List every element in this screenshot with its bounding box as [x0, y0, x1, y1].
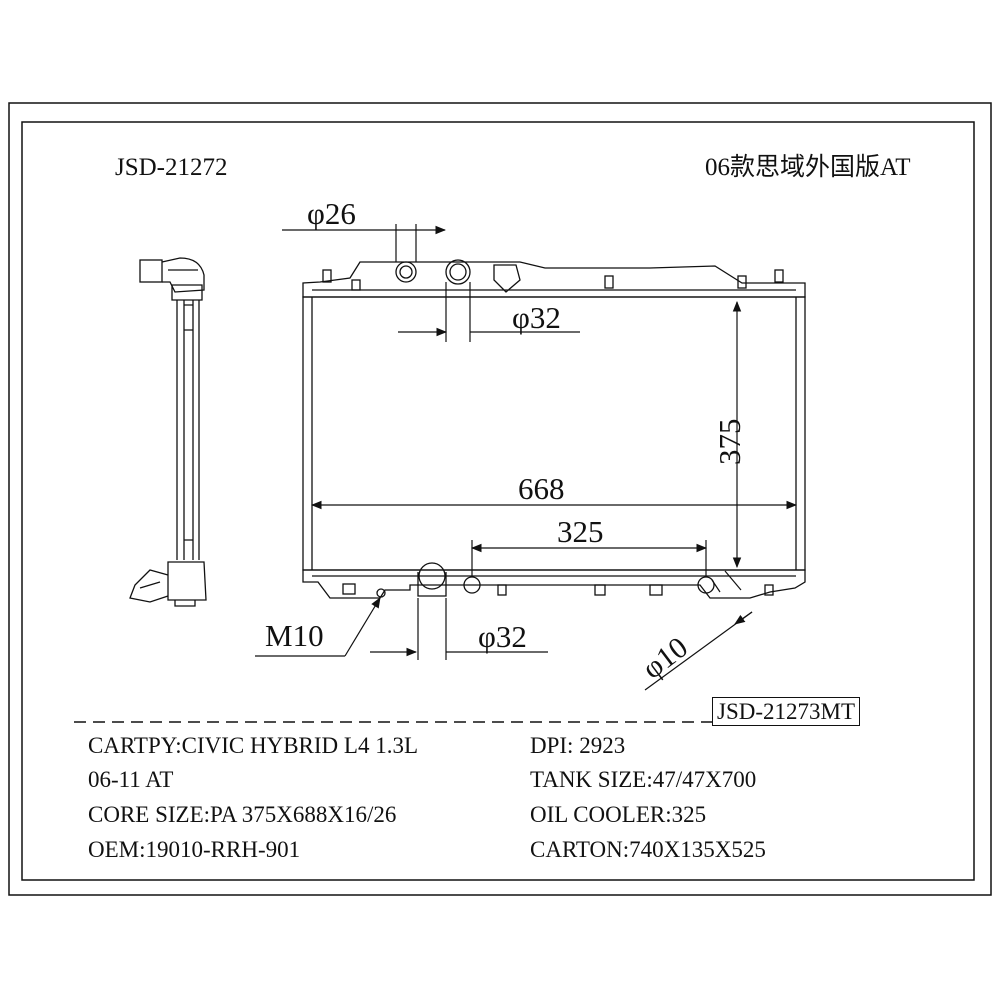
front-view	[302, 259, 806, 599]
side-view	[129, 257, 207, 607]
drain-thread-label: M10	[265, 618, 324, 653]
inlet-diameter-label: φ26	[307, 196, 356, 231]
top-outlet-diameter-label: φ32	[512, 300, 561, 335]
spec-carton: CARTON:740X135X525	[530, 837, 766, 862]
spec-dpi: DPI: 2923	[530, 733, 626, 758]
dimension-lines	[255, 224, 798, 691]
spec-oem: OEM:19010-RRH-901	[88, 837, 301, 862]
part-number-box: JSD-21273MT	[712, 697, 861, 726]
cooler-fitting-diameter-label: φ10	[636, 631, 694, 686]
model-title: 06款思域外国版AT	[705, 154, 911, 181]
bottom-outlet-diameter-label: φ32	[478, 619, 527, 654]
width-dimension-label: 668	[518, 471, 565, 506]
spec-tank-size: TANK SIZE:47/47X700	[530, 767, 757, 792]
inner-frame	[21, 121, 975, 881]
left-part-code: JSD-21272	[115, 154, 228, 181]
outer-frame	[8, 102, 992, 896]
spec-years: 06-11 AT	[88, 767, 174, 792]
oil-cooler-spacing-label: 325	[557, 514, 604, 549]
spec-core-size: CORE SIZE:PA 375X688X16/26	[88, 802, 397, 827]
spec-oil-cooler: OIL COOLER:325	[530, 802, 707, 827]
height-dimension-label: 375	[712, 419, 747, 466]
spec-cartpy: CARTPY:CIVIC HYBRID L4 1.3L	[88, 733, 419, 758]
